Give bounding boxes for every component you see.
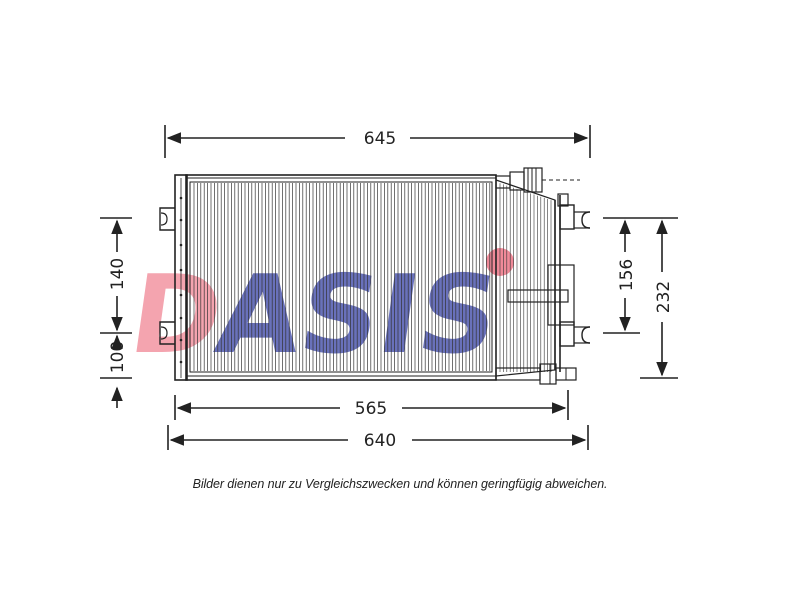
inlet-fitting xyxy=(495,167,580,193)
right-header-tank xyxy=(495,179,591,377)
dim-565-label: 565 xyxy=(355,399,387,419)
watermark-logo: D ASIS xyxy=(123,248,514,378)
dimension-core-width: 565 xyxy=(174,390,569,420)
dim-140-label: 140 xyxy=(108,258,128,290)
dimension-right-inner: 156 xyxy=(603,217,640,334)
dim-232-label: 232 xyxy=(654,281,674,313)
condenser-core xyxy=(185,174,552,381)
svg-text:D: D xyxy=(123,251,230,377)
dimension-left-upper: 140 xyxy=(100,217,132,334)
outlet-fitting xyxy=(495,363,577,385)
dimension-top-width: 645 xyxy=(164,125,591,158)
dim-645-label: 645 xyxy=(364,129,396,149)
dim-640-label: 640 xyxy=(364,431,396,451)
dim-156-label: 156 xyxy=(617,259,637,291)
dimension-left-lower: 100 xyxy=(100,334,132,408)
dim-100-label: 100 xyxy=(108,341,128,373)
dimension-right-outer: 232 xyxy=(640,217,678,379)
left-header-tank xyxy=(159,174,188,381)
dimension-bottom-width: 640 xyxy=(167,425,589,451)
disclaimer-caption: Bilder dienen nur zu Vergleichszwecken u… xyxy=(192,477,608,491)
